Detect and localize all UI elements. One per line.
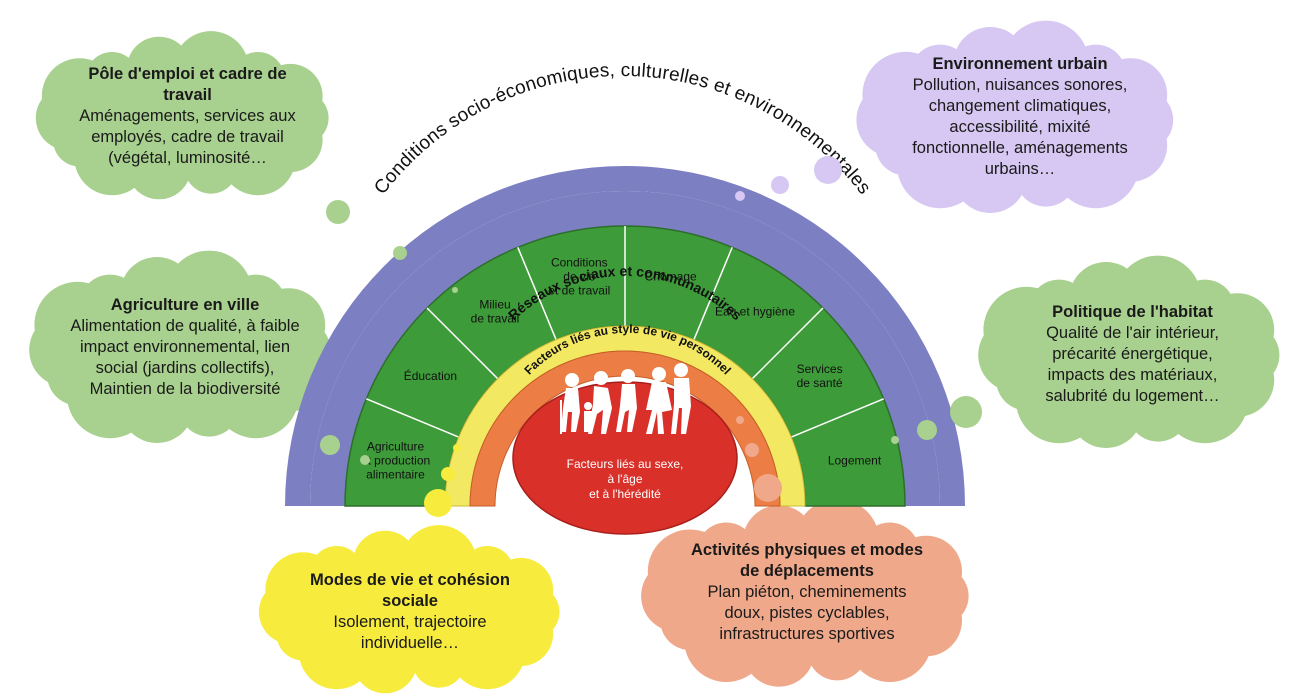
- segment-divider: [366, 398, 459, 438]
- clouds-layer: [29, 20, 1280, 694]
- cloud-modes-vie-title-1: Modes de vie et cohésion: [310, 571, 510, 589]
- cloud-habitat-body-2: précarité énergétique,: [1052, 345, 1213, 363]
- segment-label: Éducation: [404, 368, 457, 383]
- cloud-environnement-body-3: accessibilité, mixité: [949, 118, 1091, 136]
- segment-divider: [517, 247, 557, 340]
- cloud-emploi: [35, 31, 329, 200]
- cloud-agriculture-body-4: Maintien de la biodiversité: [89, 380, 281, 398]
- cloud-habitat: [978, 255, 1280, 449]
- cloud-activites-body-2: doux, pistes cyclables,: [724, 604, 890, 622]
- cloud-emploi-body-3: (végétal, luminosité…: [108, 149, 267, 167]
- cloud-modes-vie-body-2: individuelle…: [360, 634, 460, 652]
- orange-ring: [469, 350, 781, 507]
- cloud-habitat-body-4: salubrité du logement…: [1045, 387, 1220, 405]
- cloud-emploi-text: Pôle d'emploi et cadre de travail Aménage…: [55, 64, 320, 169]
- segment-divider: [693, 247, 733, 340]
- cloud-environnement-title: Environnement urbain: [932, 55, 1108, 73]
- cloud-modes-vie: [258, 525, 560, 694]
- cloud-activites-body-3: infrastructures sportives: [719, 625, 895, 643]
- cloud-emploi-body-1: Aménagements, services aux: [79, 107, 296, 125]
- segment-label: Eau et hygiène: [715, 304, 795, 318]
- cloud-habitat-body-1: Qualité de l'air intérieur,: [1046, 324, 1219, 342]
- segment-label: Logement: [828, 453, 882, 467]
- cloud-habitat-body-3: impacts des matériaux,: [1047, 366, 1218, 384]
- cloud-environnement-body-5: urbains…: [984, 160, 1056, 178]
- cloud-environnement-body-1: Pollution, nuisances sonores,: [912, 76, 1128, 94]
- cloud-habitat-text: Politique de l'habitat Qualité de l'air …: [1005, 302, 1260, 407]
- cloud-environnement-body-2: changement climatiques,: [928, 97, 1112, 115]
- segment-divider: [426, 307, 499, 380]
- cloud-modes-vie-title-2: sociale: [382, 592, 438, 610]
- connector-bubbles: [320, 156, 982, 517]
- segment-label: Chômage: [645, 270, 697, 284]
- outer-ring-fill: [310, 191, 940, 506]
- cloud-activites-text: Activités physiques et modes de déplacem…: [672, 540, 942, 645]
- cloud-environnement-body-4: fonctionnelle, aménagements: [912, 139, 1128, 157]
- cloud-modes-vie-body-1: Isolement, trajectoire: [333, 613, 487, 631]
- cloud-activites-body-1: Plan piéton, cheminements: [707, 583, 907, 601]
- cloud-activites-title-1: Activités physiques et modes: [691, 541, 923, 559]
- cloud-activites-title-2: de déplacements: [740, 562, 874, 580]
- cloud-agriculture-body-1: Alimentation de qualité, à faible: [70, 317, 300, 335]
- cloud-emploi-body-2: employés, cadre de travail: [91, 128, 284, 146]
- cloud-activites: [641, 499, 969, 687]
- cloud-emploi-title-line: travail: [163, 86, 212, 104]
- cloud-modes-vie-text: Modes de vie et cohésion sociale Isoleme…: [280, 570, 540, 654]
- segment-divider: [791, 398, 884, 438]
- people-icon: [560, 363, 691, 434]
- cloud-habitat-title: Politique de l'habitat: [1052, 303, 1213, 321]
- cloud-agriculture-text: Agriculture en ville Alimentation de qua…: [40, 295, 330, 400]
- cloud-environnement: [856, 20, 1174, 213]
- cloud-agriculture-title: Agriculture en ville: [110, 296, 260, 314]
- cloud-agriculture-body-3: social (jardins collectifs),: [95, 359, 275, 377]
- segment-divider: [751, 307, 824, 380]
- green-ring-dividers: [366, 226, 884, 438]
- cloud-agriculture-body-2: impact environnemental, lien: [79, 338, 291, 356]
- cloud-environnement-text: Environnement urbain Pollution, nuisance…: [885, 54, 1155, 180]
- cloud-emploi-title: Pôle d'emploi et cadre de travail: [55, 64, 320, 106]
- cloud-emploi-title-line: Pôle d'emploi et cadre de: [88, 65, 287, 83]
- cloud-agriculture: [29, 250, 331, 444]
